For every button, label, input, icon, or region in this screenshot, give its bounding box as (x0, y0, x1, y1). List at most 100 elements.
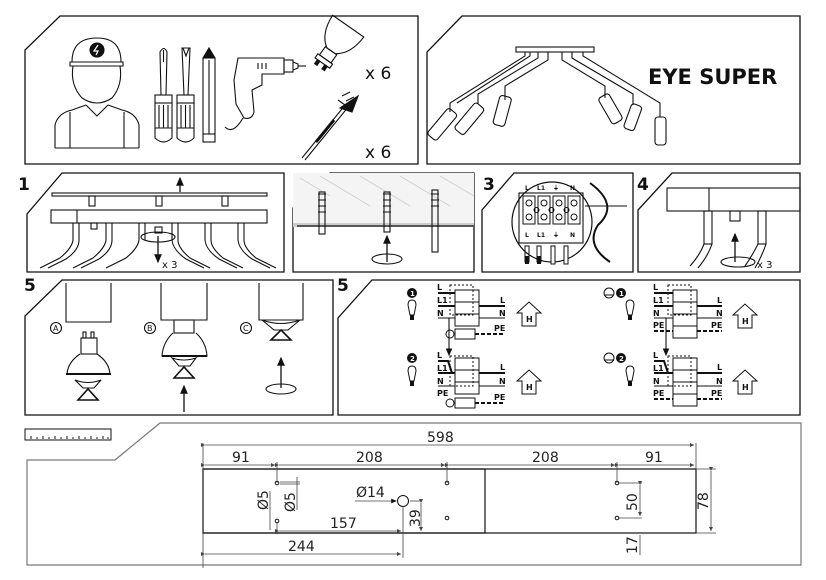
wire-label: L1 (653, 296, 664, 305)
wire-label: PE (653, 389, 664, 398)
step-2-panel (292, 172, 475, 273)
dim-cable-hole-x: 157 (330, 516, 357, 532)
variant-1-marker: 1 (410, 290, 415, 298)
step-5-wiring-number: 5 (337, 276, 349, 296)
wire-label: N (716, 309, 723, 318)
bulb-icon (407, 299, 417, 316)
dim-span-left: 208 (356, 450, 383, 466)
sub-step-c: C (243, 324, 249, 333)
dim-small-hole-1: Ø5 (256, 490, 272, 510)
wire-label: L (500, 363, 505, 372)
wire-label: PE (494, 324, 505, 333)
step-3-number: 3 (483, 175, 495, 195)
step-5-wiring-panel: 1 L L1 N L N PE H 2 (337, 279, 801, 416)
house-label: H (742, 383, 749, 392)
wire-label: PE (711, 321, 722, 330)
wire-label: PE (653, 321, 664, 330)
dim-left-offset: 91 (232, 450, 250, 466)
step-5-number: 5 (24, 276, 36, 296)
wire-label: N (437, 377, 444, 386)
terminal-bottom-label: L (525, 232, 529, 239)
wire-label: PE (494, 393, 505, 402)
screw-quantity: x 6 (365, 143, 391, 163)
terminal-bottom-label: L1 (537, 232, 545, 239)
wire-label: L (717, 363, 722, 372)
step-5-bulb-panel: A B C (24, 279, 334, 416)
wire-label: L (500, 296, 505, 305)
electrician-icon (54, 37, 140, 149)
wire-label: L1 (437, 364, 448, 373)
terminal-bottom-label: N (570, 232, 575, 239)
variant-2-marker: 2 (619, 355, 624, 363)
step-1-number: 1 (18, 175, 30, 195)
cable-hole (397, 495, 409, 507)
terminal-top-label: L (525, 185, 529, 192)
wire-ends (524, 245, 569, 265)
wire-label: L1 (437, 296, 448, 305)
tools-panel: x 6 x 6 (24, 14, 419, 165)
step-4-note: x 3 (757, 260, 772, 271)
dim-width: 78 (696, 492, 712, 510)
bulb-quantity: x 6 (365, 64, 391, 84)
bulb-icon (625, 299, 635, 316)
step-4-number: 4 (637, 175, 649, 195)
wire-label: N (653, 309, 660, 318)
power-cable (589, 182, 611, 263)
pencil-icon (202, 46, 216, 143)
drill-icon (224, 57, 306, 131)
dim-cable-hole-from-edge: 244 (288, 539, 315, 555)
wire-label: PE (711, 389, 722, 398)
wire-label: PE (437, 389, 448, 398)
wire-label: N (499, 309, 506, 318)
wire-label: N (499, 377, 506, 386)
step-1-note: x 3 (162, 260, 177, 271)
bulb-icon (625, 365, 635, 382)
phillips-screwdriver-icon (154, 47, 173, 143)
house-label: H (526, 315, 533, 324)
dim-cable-hole: Ø14 (356, 485, 385, 501)
wire-label: L (653, 351, 658, 360)
wire-label: L1 (653, 364, 664, 373)
house-icon: H (515, 369, 543, 395)
step-1-panel: x 3 (26, 172, 285, 273)
wire-label: N (653, 377, 660, 386)
dim-hole-spacing: 50 (625, 493, 641, 511)
wall-plug-icon (318, 189, 439, 253)
product-name: EYE SUPER (648, 65, 777, 89)
house-icon: H (515, 301, 543, 327)
mounting-holes (274, 480, 620, 524)
variant-1-marker: 1 (619, 290, 624, 298)
terminal-top-label: ⏚ (553, 185, 559, 192)
terminal-top-label: N (570, 185, 575, 192)
gu10-bulb-icon (313, 14, 365, 72)
wall-plug-screw-icon (301, 91, 360, 161)
ruler-icon (24, 428, 112, 441)
dimension-panel: 598 91 208 208 91 Ø5 Ø5 Ø14 157 39 244 5… (26, 422, 802, 568)
variant-2-marker: 2 (410, 355, 415, 363)
dim-cable-hole-y: 39 (408, 509, 424, 527)
terminal-block (522, 195, 581, 225)
wire-label: L (653, 283, 658, 292)
terminal-bottom-label: ⏚ (553, 232, 559, 239)
dim-right-offset: 91 (645, 450, 663, 466)
house-label: H (742, 317, 749, 326)
flat-screwdriver-icon (176, 47, 195, 143)
sub-step-a: A (53, 324, 59, 333)
wire-label: L (437, 351, 442, 360)
terminal-top-label: L1 (537, 185, 545, 192)
step-4-panel: x 3 (637, 172, 801, 273)
house-icon: H (731, 369, 759, 395)
wire-label: N (716, 377, 723, 386)
fixture-illustration (427, 46, 667, 146)
wire-label: L (437, 283, 442, 292)
house-icon: H (731, 303, 759, 329)
product-panel: EYE SUPER (426, 15, 801, 165)
wire-label: N (437, 309, 444, 318)
bulb-icon (407, 365, 417, 382)
sub-step-b: B (147, 324, 153, 333)
dim-hole-offset-bottom: 17 (625, 536, 641, 554)
step-3-panel: L L1 ⏚ N L L1 ⏚ N (481, 172, 634, 273)
house-label: H (526, 383, 533, 392)
dim-overall-length: 598 (427, 430, 454, 446)
